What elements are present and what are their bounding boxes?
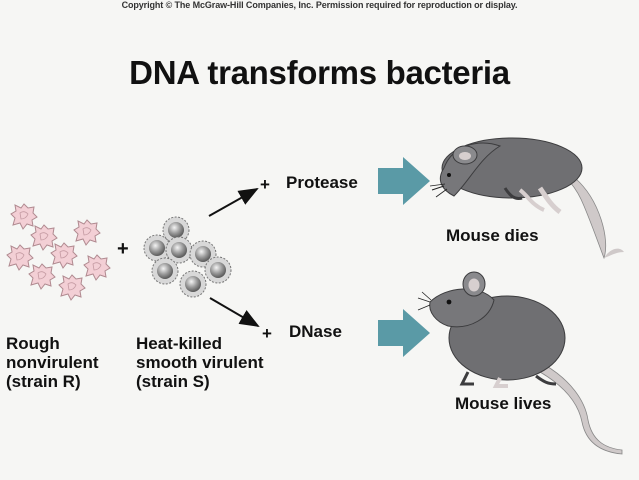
rough-cell xyxy=(58,274,86,301)
protease-plus: + xyxy=(260,175,270,194)
outcome-lives-label: Mouse lives xyxy=(455,394,552,413)
copyright-notice: Copyright © The McGraw-Hill Companies, I… xyxy=(121,0,518,10)
outcome-dies-label: Mouse dies xyxy=(446,226,539,245)
dead-mouse-icon xyxy=(429,137,624,260)
strain-r-line: Rough xyxy=(6,334,60,353)
smooth-cell xyxy=(179,270,207,298)
dnase-plus: + xyxy=(262,324,272,343)
rough-cell xyxy=(28,263,56,290)
rough-cell xyxy=(83,254,111,281)
diagram-title: DNA transforms bacteria xyxy=(129,54,510,91)
strain-s-line: Heat-killed xyxy=(136,334,222,353)
rough-cell xyxy=(73,219,101,246)
block-arrow-protease-icon xyxy=(378,157,430,205)
strain-s-line: (strain S) xyxy=(136,372,210,391)
arrow-to-protease xyxy=(208,188,259,217)
plus-sign: + xyxy=(117,238,129,260)
strain-r-label: Rough nonvirulent (strain R) xyxy=(6,334,99,391)
rough-strain-cells xyxy=(6,203,111,301)
strain-r-line: (strain R) xyxy=(6,372,81,391)
arrow-to-dnase xyxy=(209,297,260,328)
strain-s-line: smooth virulent xyxy=(136,353,264,372)
smooth-cell xyxy=(204,256,232,284)
smooth-strain-cells xyxy=(143,216,232,298)
strain-s-label: Heat-killed smooth virulent (strain S) xyxy=(136,334,264,391)
protease-label: Protease xyxy=(286,173,358,192)
live-mouse-icon xyxy=(417,271,623,455)
rough-cell xyxy=(6,244,34,271)
rough-cell xyxy=(30,224,58,251)
rough-cell xyxy=(10,203,38,230)
block-arrow-dnase-icon xyxy=(378,309,430,357)
smooth-cell xyxy=(151,257,179,285)
dnase-label: DNase xyxy=(289,322,342,341)
strain-r-line: nonvirulent xyxy=(6,353,99,372)
rough-cell xyxy=(50,242,78,269)
